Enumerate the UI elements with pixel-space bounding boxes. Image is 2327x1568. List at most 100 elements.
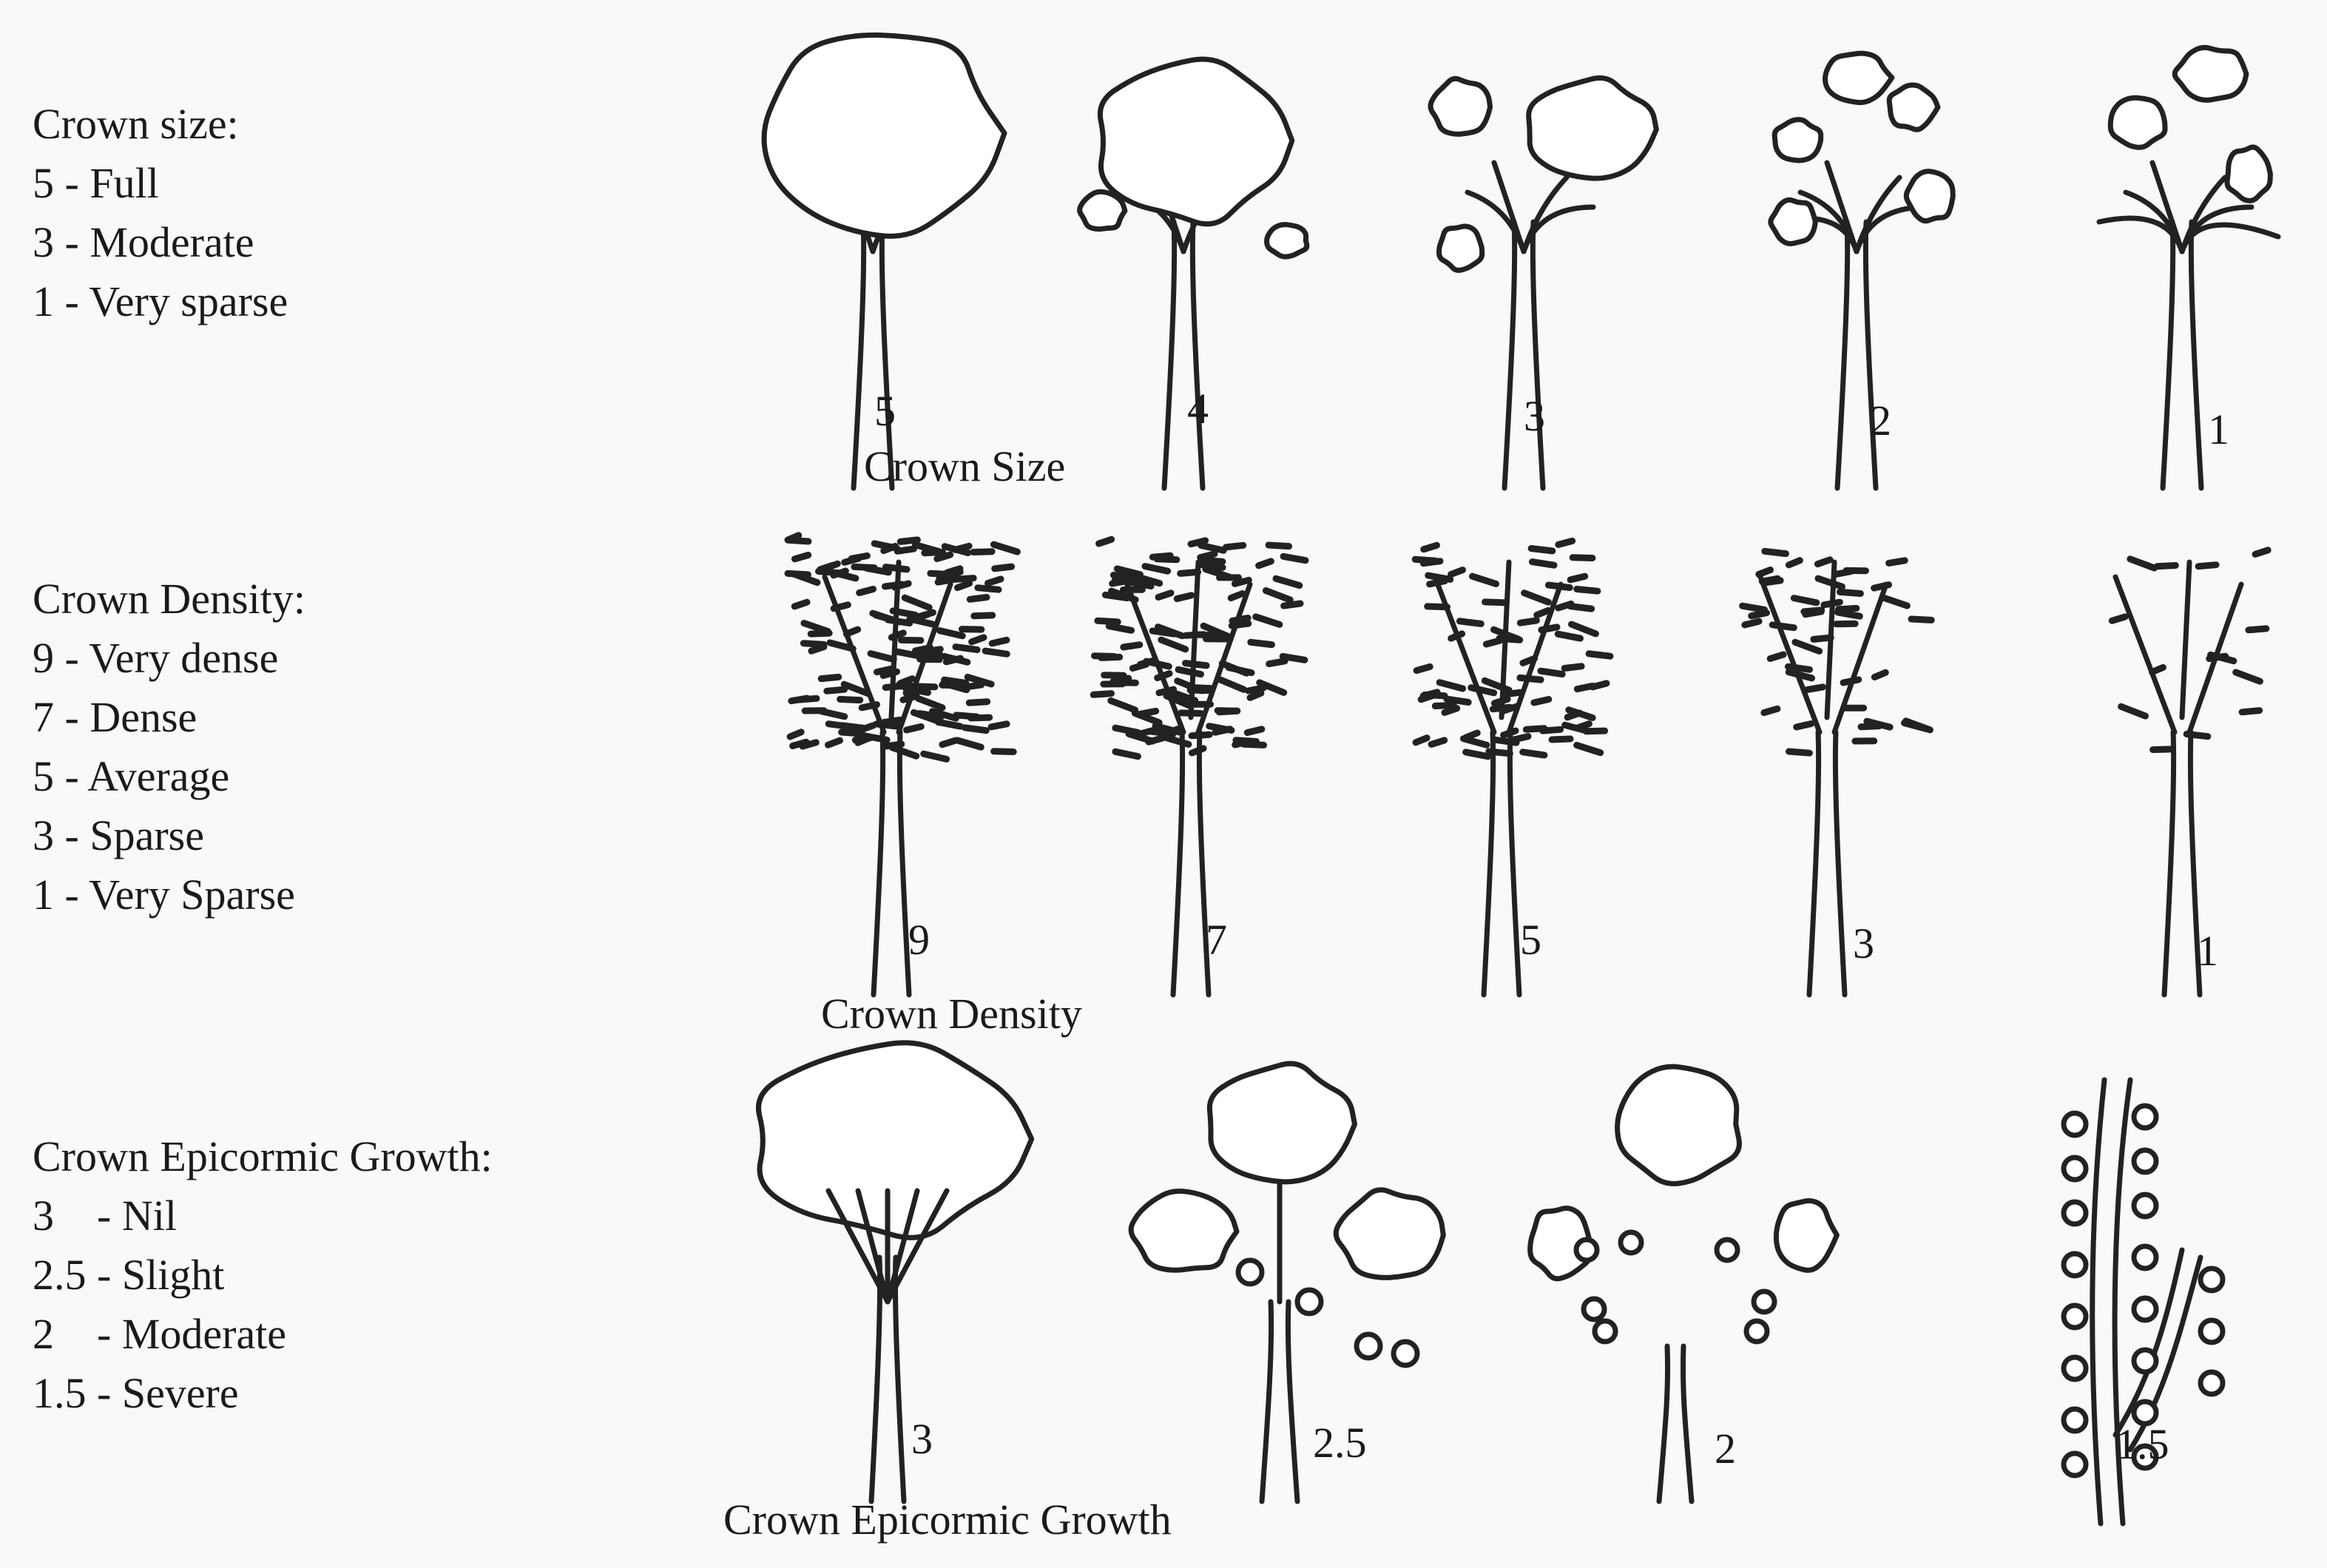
tree-sketch-icon (1077, 56, 1310, 491)
epicormic-bud-icon (2198, 1369, 2226, 1397)
epicormic-bud-icon (1592, 1318, 1618, 1345)
leaf-stroke-icon (1436, 679, 1467, 692)
leaf-stroke-icon (954, 737, 984, 751)
leaf-stroke-icon (1425, 572, 1454, 583)
leaf-stroke-icon (1469, 572, 1500, 587)
leaf-stroke-icon (939, 737, 959, 748)
leaf-stroke-icon (927, 570, 954, 578)
leaf-stroke-icon (837, 695, 864, 704)
epicormic-bud-icon (2061, 1199, 2089, 1227)
leaf-stroke-icon (817, 673, 842, 683)
leaf-stroke-icon (974, 584, 1002, 593)
leaf-stroke-icon (1125, 730, 1156, 745)
leaf-stroke-icon (1837, 588, 1864, 597)
epicormic-bud-icon (2061, 1354, 2089, 1382)
epicormic-bud-icon (2131, 1295, 2159, 1323)
leaf-stroke-icon (903, 723, 925, 734)
epicormic-bud-icon (2061, 1450, 2089, 1479)
leaf-stroke-icon (991, 563, 1016, 572)
epicormic-bud-icon (1294, 1287, 1324, 1317)
leaf-stroke-icon (897, 636, 925, 644)
leaf-stroke-icon (1585, 650, 1614, 660)
leaf-stroke-icon (1481, 677, 1513, 694)
legend-crown-size: Crown size: 5 - Full 3 - Moderate 1 - Ve… (33, 95, 288, 331)
leaf-stroke-icon (1568, 621, 1599, 638)
leaf-stroke-icon (1573, 742, 1604, 757)
leaf-stroke-icon (1231, 576, 1252, 587)
leaf-stroke-icon (2195, 561, 2220, 570)
leaf-stroke-icon (1755, 567, 1774, 578)
leaf-stroke-icon (929, 708, 959, 722)
legend-item: 2 - Moderate (33, 1310, 287, 1358)
leaf-stroke-icon (1519, 655, 1538, 666)
leaf-stroke-icon (1227, 590, 1246, 602)
leaf-stroke-icon (961, 724, 990, 734)
leaf-stroke-icon (795, 695, 820, 703)
tree-score-label: 2 (1715, 1425, 1736, 1473)
epicormic-bud-icon (2131, 1347, 2159, 1375)
leaf-stroke-icon (921, 646, 944, 655)
leaf-stroke-icon (825, 720, 854, 731)
leaf-stroke-icon (1485, 748, 1513, 757)
legend-item: 3 - Moderate (33, 218, 254, 266)
leaf-stroke-icon (1272, 575, 1303, 589)
leaf-stroke-icon (2118, 703, 2149, 720)
leaf-stroke-icon (888, 744, 920, 760)
legend-item: 7 - Dense (33, 693, 197, 741)
epicormic-bud-icon (1573, 1237, 1600, 1263)
tree-sketch-icon (2108, 547, 2272, 998)
leaf-stroke-icon (990, 748, 1017, 755)
leaf-stroke-icon (881, 581, 905, 590)
tree-score-label: 3 (1524, 392, 1545, 440)
leaf-stroke-icon (1125, 578, 1155, 589)
leaf-stroke-icon (825, 737, 843, 748)
epicormic-bud-icon (2061, 1110, 2089, 1138)
leaf-stroke-icon (1265, 541, 1293, 550)
leaf-stroke-icon (1225, 664, 1255, 677)
epicormic-bud-icon (2131, 1192, 2159, 1220)
tree-sketch-icon (1527, 1064, 1840, 1504)
leaf-stroke-icon (1539, 726, 1564, 734)
tree-sketch-icon (2096, 44, 2281, 491)
leaf-stroke-icon (1426, 578, 1448, 588)
legend-item: 9 - Very dense (33, 634, 279, 682)
leaf-stroke-icon (1243, 726, 1266, 736)
leaf-stroke-icon (1448, 567, 1466, 578)
epicormic-bud-icon (1391, 1339, 1420, 1368)
leaf-stroke-icon (1462, 729, 1481, 741)
leaf-stroke-icon (1198, 541, 1227, 554)
epicormic-bud-icon (1714, 1237, 1740, 1263)
leaf-stroke-icon (1510, 733, 1532, 743)
leaf-stroke-icon (962, 681, 985, 691)
epicormic-bud-icon (1743, 1318, 1770, 1345)
leaf-stroke-icon (1573, 720, 1593, 731)
leaf-stroke-icon (882, 683, 907, 691)
leaf-stroke-icon (1500, 727, 1519, 739)
leaf-stroke-icon (800, 620, 831, 635)
leaf-stroke-icon (966, 594, 990, 603)
legend-item: 3 - Nil (33, 1192, 177, 1240)
leaf-stroke-icon (880, 543, 899, 555)
leaf-stroke-icon (1785, 669, 1815, 682)
leaf-stroke-icon (1761, 547, 1789, 558)
legend-heading: Crown Density: (33, 575, 305, 623)
legend-item: 1 - Very Sparse (33, 871, 295, 919)
row-caption-density: Crown Density (821, 990, 1082, 1038)
leaf-stroke-icon (1527, 545, 1556, 555)
leaf-stroke-icon (1247, 638, 1275, 649)
tree-score-label: 1.5 (2115, 1420, 2169, 1468)
leaf-stroke-icon (1564, 709, 1584, 721)
leaf-stroke-icon (1182, 631, 1207, 639)
leaf-stroke-icon (1413, 663, 1433, 675)
leaf-stroke-icon (2149, 746, 2175, 754)
row-caption-epicormic: Crown Epicormic Growth (723, 1496, 1172, 1544)
tree-score-label: 5 (1520, 916, 1541, 964)
leaf-stroke-icon (1177, 568, 1202, 577)
leaf-stroke-icon (1113, 565, 1144, 578)
leaf-stroke-icon (952, 643, 981, 653)
epicormic-bud-icon (2198, 1265, 2226, 1294)
leaf-stroke-icon (1555, 537, 1576, 548)
